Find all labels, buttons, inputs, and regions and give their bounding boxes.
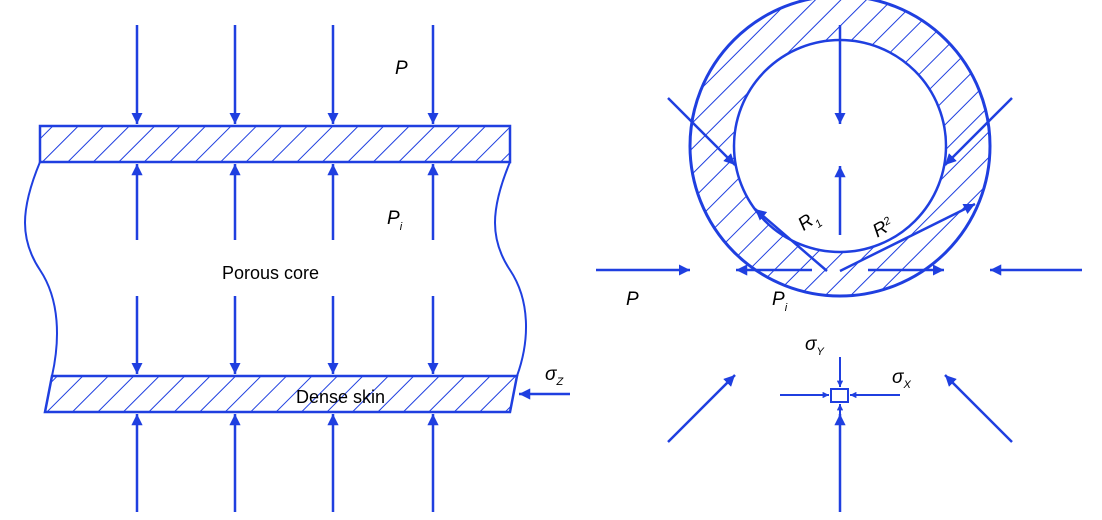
outer-wall-circle [688,0,992,298]
left-break-line [24,161,58,377]
outer-pressure-arrow [944,97,1013,166]
tube-cross-section: P Pi R1 R2 σY σX [596,0,1082,512]
axial-stress-label: σZ [545,364,564,388]
stress-element-square [830,388,849,403]
outer-pressure-arrow [667,374,736,443]
stress-element [780,357,900,428]
outer-pressure-arrows-top [131,25,439,124]
radial-stress-main: σ [805,334,818,355]
left-inner-pressure-main: P [387,208,400,229]
outer-pressure-arrows-radial [596,25,1082,512]
inner-pressure-arrows-down [131,296,439,374]
dense-skin-label: Dense skin [296,387,385,407]
axial-stress-main: σ [545,364,558,385]
inner-pressure-arrows-up [131,164,439,240]
right-inner-pressure-sub: i [785,302,788,314]
left-inner-pressure-sub: i [400,221,403,233]
top-dense-skin-wall [38,124,512,164]
right-inner-pressure-main: P [772,289,785,310]
outer-pressure-arrow [667,97,736,166]
hoop-stress-sub: X [902,379,911,391]
tube-longitudinal-section: P Pi Porous core Dense skin σZ [24,25,570,512]
outer-pressure-arrow [944,374,1013,443]
axial-stress-sub: Z [555,376,564,388]
hoop-stress-main: σ [892,367,905,388]
inner-radius-sub: 1 [813,217,825,230]
inner-pressure-arrows-radial [736,166,944,276]
inner-radius-line [754,208,828,272]
hoop-stress-label: σX [892,367,911,391]
right-outer-pressure-label: P [626,289,639,310]
radial-stress-sub: Y [816,346,824,358]
porous-core-label: Porous core [222,263,319,283]
right-break-line [494,161,528,377]
outer-radius-line [839,202,976,273]
outer-pressure-arrows-bottom [131,414,439,512]
radial-stress-label: σY [805,334,824,358]
radius-lines [754,202,976,273]
right-inner-pressure-label: Pi [772,289,788,314]
left-inner-pressure-label: Pi [387,208,403,233]
left-outer-pressure-label: P [395,58,408,79]
bottom-dense-skin-wall [43,374,519,414]
